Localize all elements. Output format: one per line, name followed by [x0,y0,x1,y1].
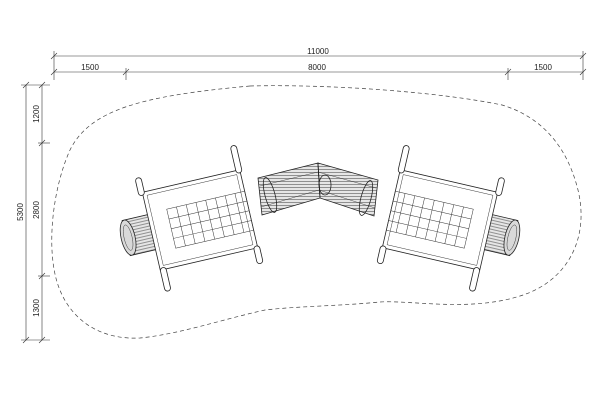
dim-tick [38,81,46,89]
middle-height-label: 2800 [32,201,41,219]
dim-tick [38,139,46,147]
tunnel-edge-line [260,189,320,208]
dim-tick [22,336,30,344]
dim-tick [50,52,58,60]
tunnel-joint-ring-left [262,177,278,213]
right-post-top-left [397,145,410,174]
right-tube-opening [503,219,521,256]
left-post-top-right [230,145,243,174]
dim-tick [38,336,46,344]
center-tunnel-right-half [317,162,379,217]
tunnel-edge-line [317,171,377,189]
horizontal-dimensions: 11000 1500 8000 1500 [50,47,587,80]
safety-zone-outline [51,85,582,339]
left-post-bottom-right [253,245,264,265]
right-post-bottom-right [469,267,480,292]
tunnel-joint-ring-right [358,180,374,216]
frame-inner-edge [386,174,494,266]
right-cargo-net [386,190,474,249]
left-climbing-module [119,145,264,292]
tunnel-joint-ring-center [318,174,332,196]
dim-tick [504,68,512,76]
dim-tick [122,68,130,76]
tunnel-edge-line [259,171,319,187]
tunnel-bend-joint [317,162,321,199]
left-post-bottom-left [160,267,171,292]
net-line [393,200,472,220]
left-post-top-left [135,177,145,196]
overall-height-label: 5300 [16,203,25,221]
overall-width-label: 11000 [307,47,329,56]
bottom-segment-label: 1300 [32,299,41,317]
dim-tick [50,68,58,76]
right-climbing-module [376,145,521,292]
center-tunnel-left-half [257,162,321,216]
dim-tick [579,52,587,60]
tube-inner-ring [506,224,517,251]
left-cargo-net [166,190,254,249]
dim-tick [38,272,46,280]
net-line [390,210,469,229]
net-line [168,200,247,220]
vertical-dimensions: 5300 1200 2800 1300 [16,81,50,344]
frame-inner-edge [146,174,254,266]
top-segment-label: 1200 [32,105,41,123]
middle-segment-label: 8000 [308,63,326,72]
right-post-bottom-left [376,245,387,265]
net-line [171,210,250,229]
net-line [388,220,467,239]
left-tube-opening [119,219,137,256]
net-line [173,220,252,239]
dim-tick [22,81,30,89]
right-segment-label: 1500 [534,63,552,72]
tube-inner-ring [123,224,134,251]
right-post-top-right [495,177,505,196]
dim-tick [579,68,587,76]
center-tunnel [257,162,379,217]
left-segment-label: 1500 [81,63,99,72]
